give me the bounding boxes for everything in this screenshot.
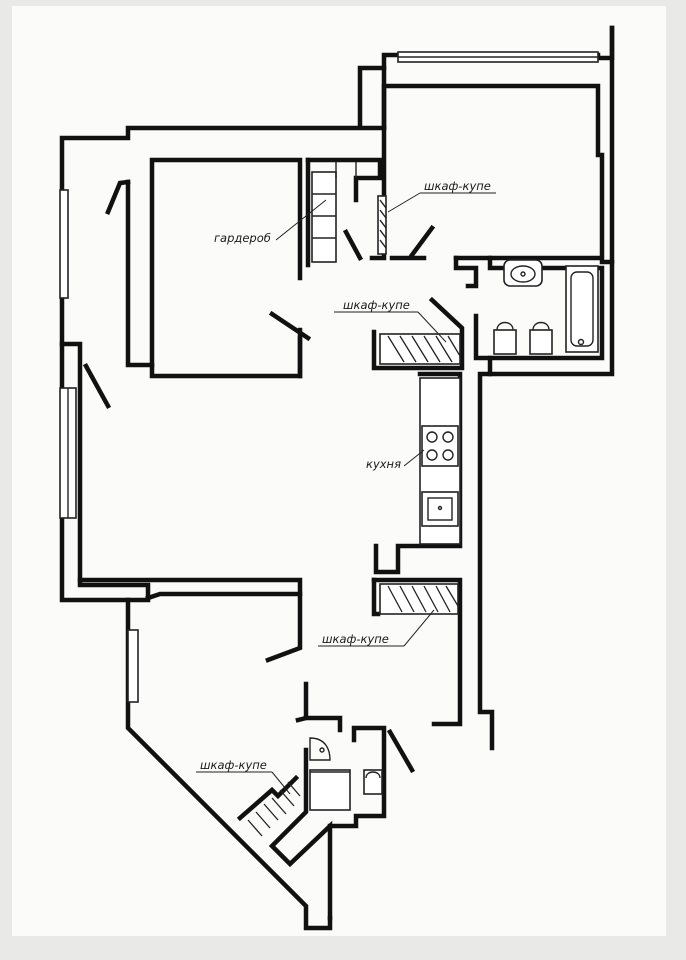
shower-tray [309, 769, 351, 811]
window-top [397, 51, 599, 63]
label-shkaf-bottom-text: шкаф-купе [200, 758, 267, 772]
bathroom [453, 255, 605, 377]
label-shkaf-top: шкаф-купе [387, 179, 496, 213]
label-garderob-text: гардероб [214, 231, 271, 245]
label-shkaf-mid: шкаф-купе [334, 298, 447, 343]
label-garderob: гардероб [214, 199, 327, 245]
stove [421, 425, 459, 467]
shower-room [303, 715, 416, 829]
label-shkaf-top-text: шкаф-купе [424, 179, 491, 193]
label-shkaf-mid-text: шкаф-купе [343, 298, 410, 312]
label-shkaf-bottom: шкаф-купе [196, 758, 291, 795]
bedroom-top-left [105, 157, 312, 379]
window-left-lower [59, 387, 77, 519]
bedroom-top-right [342, 83, 605, 262]
bidet [529, 321, 553, 355]
kitchen [373, 371, 463, 575]
living-room-walls [77, 362, 303, 663]
wardrobe-mid [371, 296, 465, 371]
toilet [493, 321, 517, 355]
wardrobe-bottom [236, 774, 301, 837]
small-toilet [363, 769, 383, 795]
label-kuhnya-text: кухня [366, 457, 401, 471]
label-shkaf-lower: шкаф-купе [318, 609, 435, 647]
garderob-closet [305, 157, 383, 268]
window-bottom-left [127, 629, 139, 703]
window-left-upper [59, 189, 69, 299]
label-shkaf-lower-text: шкаф-купе [322, 632, 389, 646]
wardrobe-lower [371, 577, 463, 727]
label-kuhnya: кухня [366, 449, 425, 471]
